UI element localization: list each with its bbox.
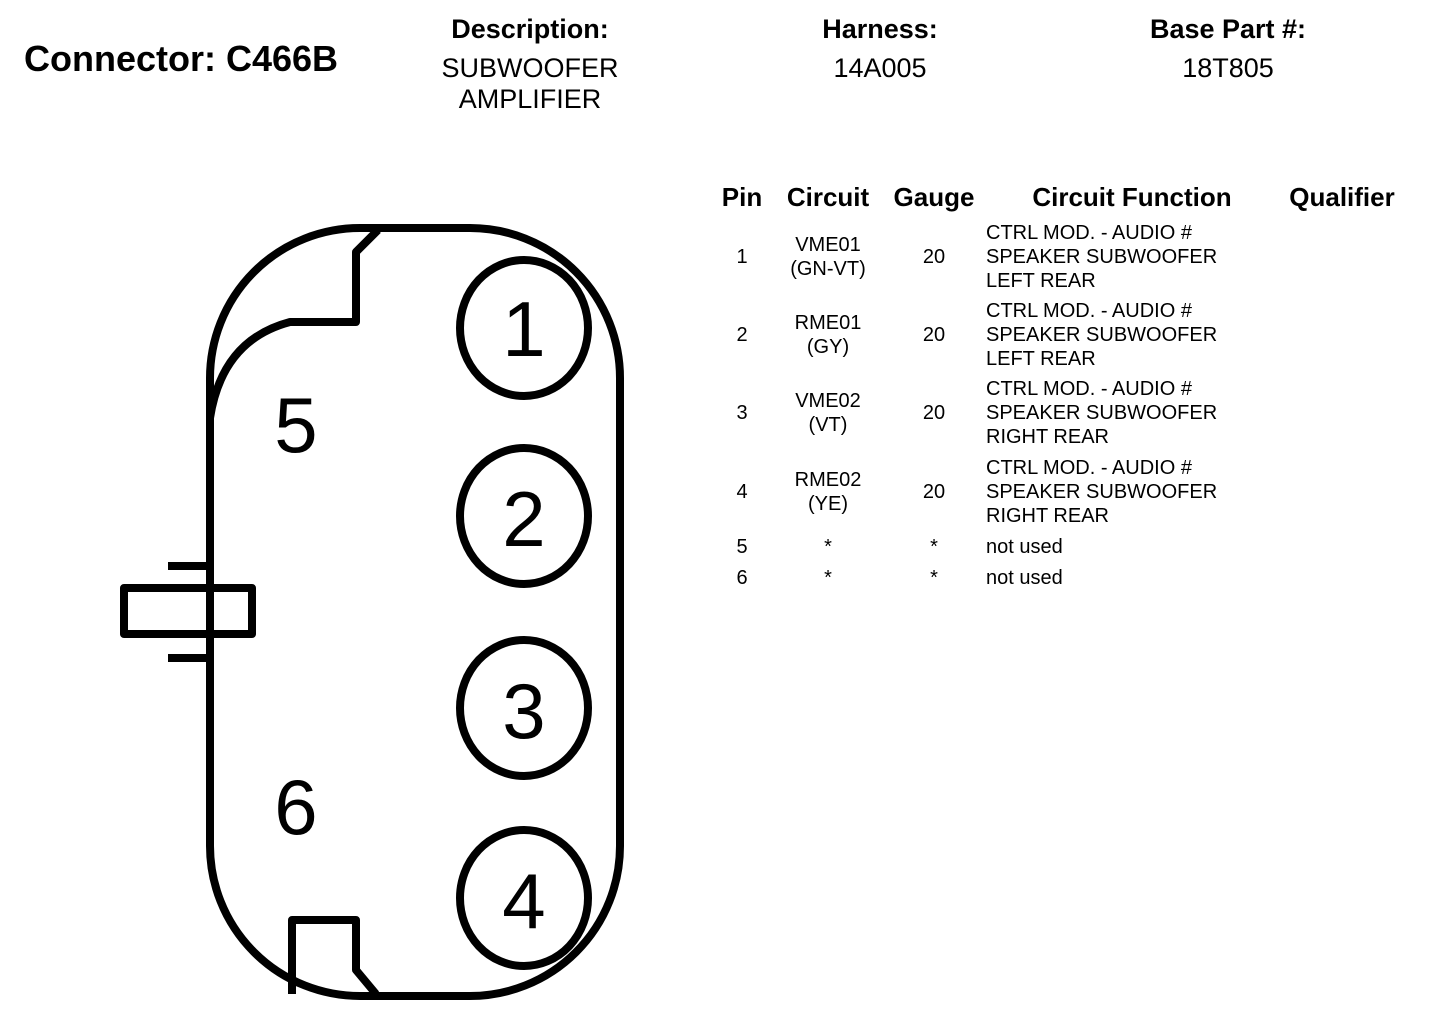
row-6-pin: 6 [736, 567, 748, 589]
row-3-function-line-2: SPEAKER SUBWOOFER [986, 402, 1218, 424]
pin-1-cavity [456, 256, 592, 400]
row-1-circuit: VME01 (GN-VT) [772, 233, 884, 281]
row-1-pin: 1 [736, 246, 748, 268]
col-qualifier-header: Qualifier [1289, 182, 1395, 212]
base-part-label: Base Part #: [1149, 14, 1307, 44]
base-part-block: Base Part #: 18T805 [1078, 14, 1378, 84]
row-2-pin: 2 [736, 324, 748, 346]
harness-label: Harness: [822, 14, 938, 44]
pin-2-number: 2 [502, 475, 545, 563]
row-4-circuit: RME02 (YE) [772, 468, 884, 516]
row-2-function-line-2: SPEAKER SUBWOOFER [986, 324, 1218, 346]
pin-4-cavity [456, 826, 592, 970]
connector-body [206, 224, 624, 1000]
top-keyway [206, 227, 381, 419]
description-block: Description: SUBWOOFER AMPLIFIER [380, 14, 680, 115]
row-2-function-line-3: LEFT REAR [986, 348, 1096, 370]
row-6-gauge: * [930, 567, 938, 589]
pin-2-cavity [456, 444, 592, 588]
row-1-function-line-2: SPEAKER SUBWOOFER [986, 246, 1218, 268]
row-4-function-line-3: RIGHT REAR [986, 505, 1109, 527]
row-4-circuit-id: RME02 [794, 469, 862, 491]
latch [120, 584, 256, 638]
row-1-function-line-3: LEFT REAR [986, 270, 1096, 292]
row-1-circuit-id: VME01 [795, 234, 861, 256]
row-4-function-line-2: SPEAKER SUBWOOFER [986, 481, 1218, 503]
description-label: Description: [451, 14, 609, 44]
pin-6-number: 6 [274, 763, 317, 851]
pin-1-number: 1 [502, 285, 545, 373]
harness-value: 14A005 [833, 53, 927, 83]
harness-block: Harness: 14A005 [730, 14, 1030, 84]
row-1-gauge: 20 [922, 246, 946, 268]
row-2-circuit-color: (GY) [806, 336, 850, 358]
col-pin-header: Pin [721, 182, 763, 212]
pin-5-number: 5 [274, 381, 317, 469]
row-4-pin: 4 [736, 481, 748, 503]
pin-4-number: 4 [502, 857, 545, 945]
col-function-header: Circuit Function [1032, 182, 1232, 212]
description-value: SUBWOOFER AMPLIFIER [380, 53, 680, 115]
row-3-circuit-id: VME02 [795, 390, 861, 412]
pin-3-cavity [456, 636, 592, 780]
row-3-function-line-1: CTRL MOD. - AUDIO # [986, 378, 1192, 400]
row-3-gauge: 20 [922, 402, 946, 424]
row-2-circuit-id: RME01 [794, 312, 862, 334]
row-4-function-line-1: CTRL MOD. - AUDIO # [986, 457, 1192, 479]
row-1-function-line-1: CTRL MOD. - AUDIO # [986, 222, 1192, 244]
row-3-function: CTRL MOD. - AUDIO # SPEAKER SUBWOOFER RI… [986, 377, 1217, 449]
row-6-circuit: * [824, 567, 832, 589]
row-2-circuit: RME01 (GY) [772, 311, 884, 359]
base-part-value: 18T805 [1182, 53, 1274, 83]
row-2-function-line-1: CTRL MOD. - AUDIO # [986, 300, 1192, 322]
row-1-circuit-color: (GN-VT) [790, 258, 866, 280]
row-5-function: not used [986, 536, 1063, 558]
row-4-circuit-color: (YE) [808, 493, 848, 515]
description-line-1: SUBWOOFER [441, 53, 619, 83]
row-4-function: CTRL MOD. - AUDIO # SPEAKER SUBWOOFER RI… [986, 456, 1217, 528]
row-3-circuit: VME02 (VT) [772, 389, 884, 437]
row-6-function: not used [986, 567, 1063, 589]
row-5-gauge: * [930, 536, 938, 558]
row-3-circuit-color: (VT) [808, 414, 848, 436]
description-line-2: AMPLIFIER [458, 84, 602, 114]
bottom-keyway [288, 916, 380, 997]
row-4-gauge: 20 [922, 481, 946, 503]
row-5-pin: 5 [736, 536, 748, 558]
pin-3-number: 3 [502, 667, 545, 755]
col-circuit-header: Circuit [786, 182, 870, 212]
row-5-circuit: * [824, 536, 832, 558]
row-2-gauge: 20 [922, 324, 946, 346]
row-2-function: CTRL MOD. - AUDIO # SPEAKER SUBWOOFER LE… [986, 299, 1217, 371]
connector-title: Connector: C466B [24, 38, 339, 79]
col-gauge-header: Gauge [893, 182, 975, 212]
row-3-pin: 3 [736, 402, 748, 424]
row-1-function: CTRL MOD. - AUDIO # SPEAKER SUBWOOFER LE… [986, 221, 1217, 293]
row-3-function-line-3: RIGHT REAR [986, 426, 1109, 448]
